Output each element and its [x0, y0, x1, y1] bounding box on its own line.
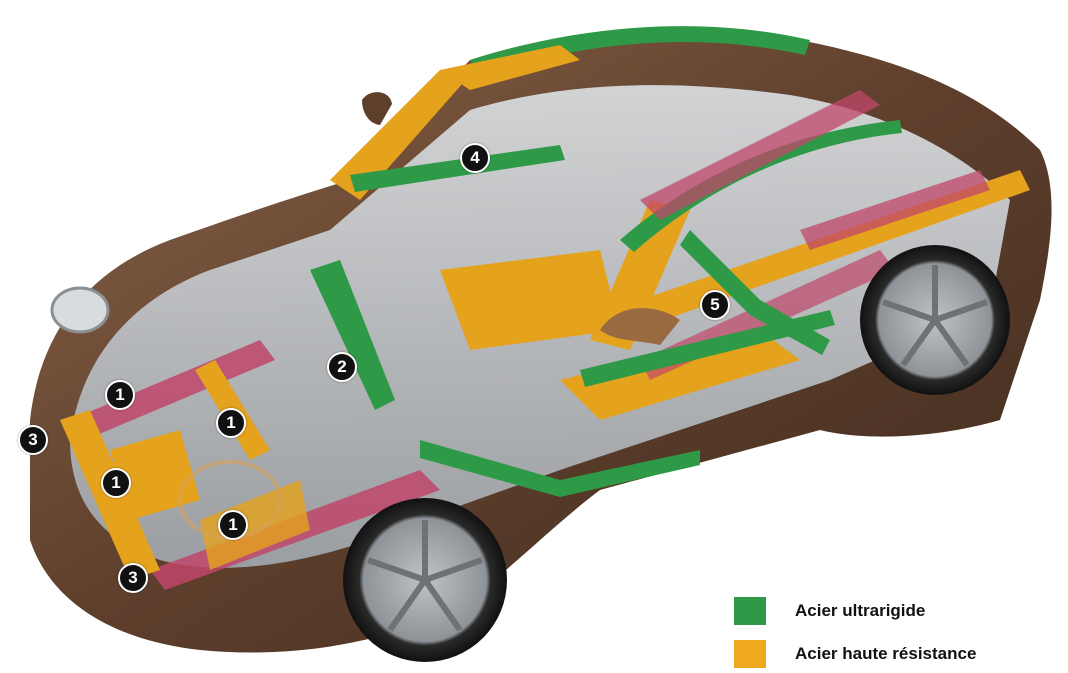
legend-label-ultrarigide: Acier ultrarigide: [795, 601, 926, 620]
callout-3b: 3: [118, 563, 148, 593]
front-yellow-lower: [200, 480, 310, 570]
seat: [600, 308, 680, 345]
sill-green: [420, 440, 700, 497]
rear-pink-2: [800, 170, 990, 250]
front-green-2: [310, 260, 395, 410]
rear-wheel-spokes: [882, 265, 988, 367]
headlight: [50, 286, 110, 334]
legend-label-haute-resistance: Acier haute résistance: [795, 644, 977, 663]
legend-swatch-ultrarigide: [734, 597, 766, 625]
floor-center: [440, 250, 620, 350]
floor-rail-green: [580, 310, 835, 387]
front-wheel-spokes: [367, 520, 483, 632]
callout-1c: 1: [101, 468, 131, 498]
front-rail-pink-upper: [70, 340, 275, 440]
rear-green: [680, 230, 830, 355]
callout-1a: 1: [105, 380, 135, 410]
a-pillar-left: [330, 70, 470, 200]
callout-4: 4: [460, 143, 490, 173]
callout-2: 2: [327, 352, 357, 382]
callout-5: 5: [700, 290, 730, 320]
roof-rail-green: [470, 26, 810, 75]
windshield-header: [440, 45, 580, 90]
side-mirror: [362, 92, 392, 125]
floor-rear: [560, 330, 800, 420]
front-yellow-box: [110, 430, 200, 520]
cross-member-green-4: [350, 145, 565, 192]
roof-bow-green: [620, 120, 902, 252]
callout-3a: 3: [18, 425, 48, 455]
legend-swatch-haute-resistance: [734, 640, 766, 668]
rear-pink: [640, 90, 880, 220]
callout-1b: 1: [216, 408, 246, 438]
callout-1d: 1: [218, 510, 248, 540]
